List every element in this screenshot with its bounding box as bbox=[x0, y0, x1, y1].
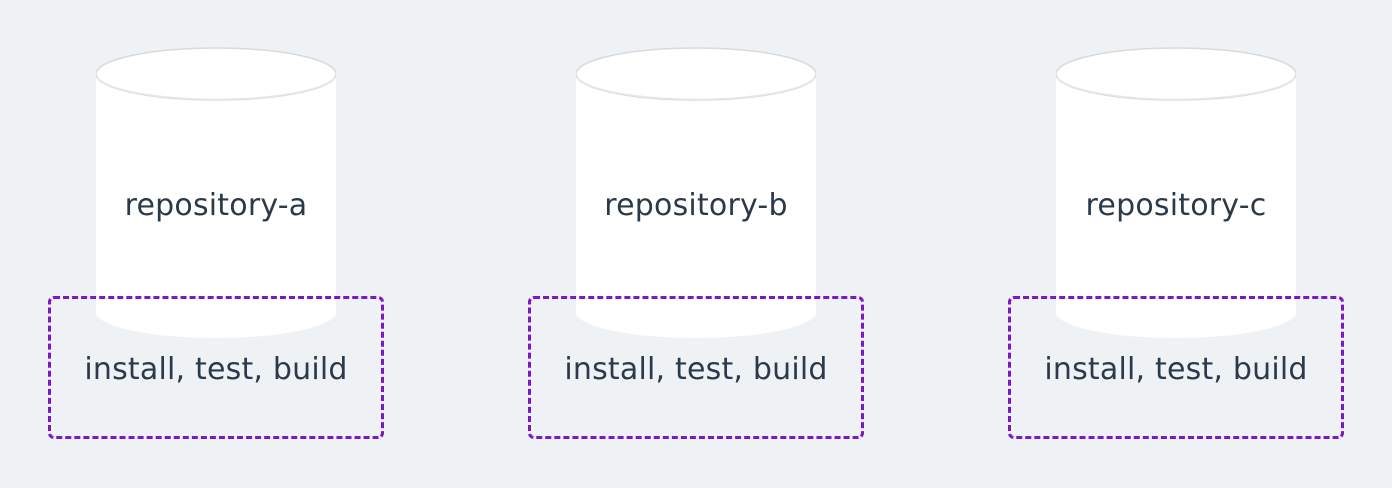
repository-name: repository-c bbox=[1085, 188, 1267, 223]
database-cylinder-icon bbox=[1056, 46, 1296, 338]
repository-group: repository-c install, test, build bbox=[1006, 0, 1346, 488]
pipeline-steps-box bbox=[1008, 296, 1344, 439]
repository-group: repository-a install, test, build bbox=[46, 0, 386, 488]
repository-group: repository-b install, test, build bbox=[526, 0, 866, 488]
pipeline-steps-box bbox=[528, 296, 864, 439]
database-cylinder-icon bbox=[96, 46, 336, 338]
repository-name: repository-b bbox=[604, 188, 788, 223]
pipeline-steps-label: install, test, build bbox=[1044, 352, 1308, 387]
repository-name: repository-a bbox=[124, 188, 308, 223]
database-cylinder-icon bbox=[576, 46, 816, 338]
pipeline-steps-label: install, test, build bbox=[564, 352, 828, 387]
pipeline-steps-label: install, test, build bbox=[84, 352, 348, 387]
pipeline-steps-box bbox=[48, 296, 384, 439]
